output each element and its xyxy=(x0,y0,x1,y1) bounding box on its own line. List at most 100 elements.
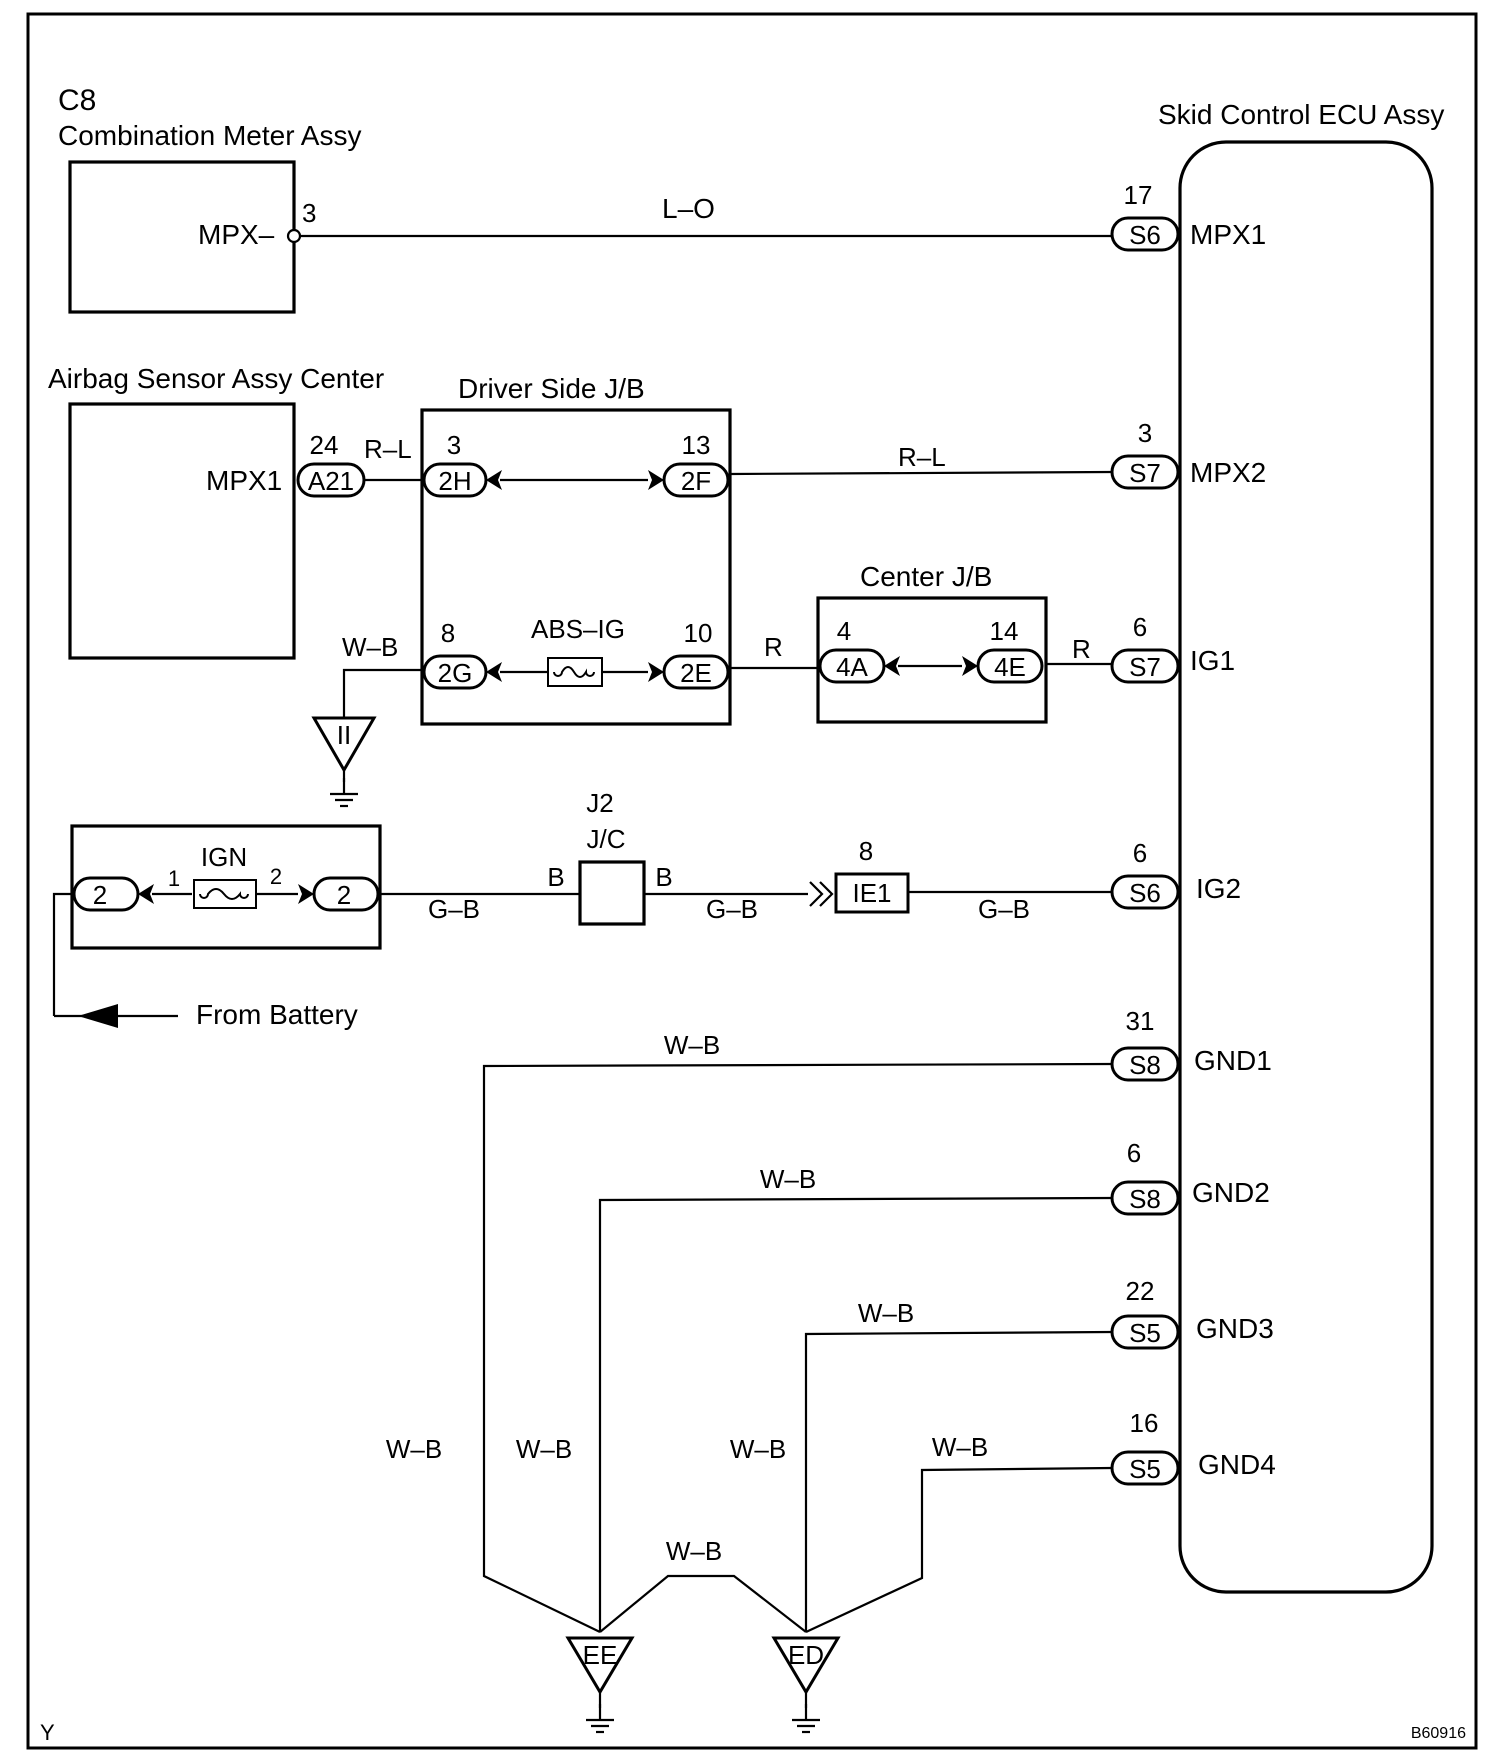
connector-arrow-icon xyxy=(884,656,900,676)
ground-ed-label: ED xyxy=(788,1640,824,1670)
jb-connector-2f xyxy=(662,462,730,498)
ecu-connector-id: S5 xyxy=(1129,1454,1161,1484)
left-arrow-icon xyxy=(78,1004,118,1028)
ecu-title: Skid Control ECU Assy xyxy=(1158,99,1444,130)
ground-ee-triangle xyxy=(565,1636,635,1695)
ecu-terminal-name: GND3 xyxy=(1196,1313,1274,1344)
jb-connector-2e xyxy=(662,654,730,690)
combination-meter-box xyxy=(68,160,296,314)
meter-title: Combination Meter Assy xyxy=(58,120,361,151)
ecu-connector-id: S8 xyxy=(1129,1184,1161,1214)
center-jb-connector-id: 4E xyxy=(994,652,1026,682)
ecu-terminal-name: GND2 xyxy=(1192,1177,1270,1208)
ig-pin-left: 1 xyxy=(168,866,180,891)
ecu-terminal-name: IG1 xyxy=(1190,645,1235,676)
footer-left-code: Y xyxy=(40,1720,55,1745)
ecu-connector-id: S7 xyxy=(1129,652,1161,682)
ecu-connector-id: S6 xyxy=(1129,878,1161,908)
jc-pin-left: B xyxy=(547,862,564,892)
ground-ee-label: EE xyxy=(583,1640,618,1670)
ecu-connector xyxy=(1110,216,1180,252)
connector-arrow-icon xyxy=(486,662,502,682)
wire-gnd3 xyxy=(804,1330,1113,1632)
wire-gnd1 xyxy=(482,1062,1113,1633)
wire-rl-ecu xyxy=(729,470,1113,476)
wire-label-wb-gnd1: W–B xyxy=(664,1030,720,1060)
ecu-connector-id: S7 xyxy=(1129,458,1161,488)
inline-connector-icon xyxy=(809,881,824,907)
ecu-terminal-gnd1: 31 S8 GND1 xyxy=(1110,1006,1272,1082)
meter-terminal: MPX– xyxy=(198,219,275,250)
fuse-icon xyxy=(553,666,595,678)
ecu-pin-number: 6 xyxy=(1133,612,1147,642)
ground-icon xyxy=(328,776,360,808)
wire-label-lo: L–O xyxy=(662,193,715,224)
driver-jb-title: Driver Side J/B xyxy=(458,373,645,404)
airbag-terminal: MPX1 xyxy=(206,465,282,496)
ecu-connector xyxy=(1110,648,1180,684)
ig-pin-right: 2 xyxy=(270,864,282,889)
ie1-connector-id: IE1 xyxy=(852,878,891,908)
footer-figure-id: B60916 xyxy=(1411,1725,1466,1742)
wire-label-gb-3: G–B xyxy=(978,894,1030,924)
connector-arrow-icon xyxy=(486,470,502,490)
ecu-pin-number: 17 xyxy=(1124,180,1153,210)
jb-connector-id: 2G xyxy=(438,658,473,688)
ecu-terminal-name: GND4 xyxy=(1198,1449,1276,1480)
airbag-title: Airbag Sensor Assy Center xyxy=(48,363,384,394)
ecu-terminal-name: GND1 xyxy=(1194,1045,1272,1076)
ecu-pin-number: 22 xyxy=(1126,1276,1155,1306)
airbag-connector-id: A21 xyxy=(308,466,354,496)
wire-label-rl-right: R–L xyxy=(898,442,946,472)
wire-label-gb-2: G–B xyxy=(706,894,758,924)
wire-label-r-right: R xyxy=(1072,634,1091,664)
ground-icon xyxy=(584,1702,616,1734)
wire-label-wb-gnd4: W–B xyxy=(932,1432,988,1462)
from-battery-label: From Battery xyxy=(196,999,358,1030)
wire-label-wb-link: W–B xyxy=(666,1536,722,1566)
ground-ed-triangle xyxy=(771,1636,841,1695)
ecu-terminal-ig2: 6 S6 IG2 xyxy=(1110,838,1241,910)
jc-name: J/C xyxy=(587,824,626,854)
ground-ii-triangle xyxy=(311,716,377,774)
connector-arrow-icon xyxy=(962,656,978,676)
wire-label-wb-gnd2: W–B xyxy=(760,1164,816,1194)
abs-ig-fuse-label: ABS–IG xyxy=(531,614,625,644)
airbag-sensor-box xyxy=(68,402,296,660)
ig-right-connector xyxy=(312,876,380,912)
ground-ii-label: II xyxy=(337,720,351,750)
jb-connector-id: 2F xyxy=(681,466,711,496)
ie1-pin: 8 xyxy=(859,836,873,866)
wire-label-rl-left: R–L xyxy=(364,434,412,464)
jb-pin-number: 13 xyxy=(682,430,711,460)
wire-label-wb-vert2: W–B xyxy=(516,1434,572,1464)
wire-wb-ii xyxy=(342,668,424,720)
meter-terminal-dot xyxy=(286,228,302,244)
ecu-terminal-gnd2: 6 S8 GND2 xyxy=(1110,1138,1270,1216)
ecu-pin-number: 31 xyxy=(1126,1006,1155,1036)
wire-label-wb-vert1: W–B xyxy=(386,1434,442,1464)
inline-connector-icon xyxy=(819,881,834,907)
meter-pin: 3 xyxy=(302,198,316,228)
ign-fuse-label: IGN xyxy=(201,842,247,872)
junction-connector-j2 xyxy=(578,860,646,926)
ecu-terminal-gnd3: 22 S5 GND3 xyxy=(1110,1276,1274,1350)
ecu-connector-id: S8 xyxy=(1129,1050,1161,1080)
center-jb-connector-4e xyxy=(976,648,1044,684)
ecu-connector-id: S5 xyxy=(1129,1318,1161,1348)
ecu-pin-number: 16 xyxy=(1130,1408,1159,1438)
ecu-pin-number: 3 xyxy=(1138,418,1152,448)
ig-left-connector-id: 2 xyxy=(93,880,107,910)
jb-connector-id: 2H xyxy=(438,466,471,496)
ecu-terminal-name: IG2 xyxy=(1196,873,1241,904)
wire-ee-ed-link xyxy=(599,1574,807,1633)
connector-arrow-icon xyxy=(138,884,154,904)
ecu-pin-number: 6 xyxy=(1127,1138,1141,1168)
jb-connector-id: 2E xyxy=(680,658,712,688)
wire-label-r-left: R xyxy=(764,632,783,662)
connector-arrow-icon xyxy=(298,884,314,904)
jc-code: J2 xyxy=(586,788,613,818)
wire-label-wb-vert3: W–B xyxy=(730,1434,786,1464)
jb-pin-number: 10 xyxy=(684,618,713,648)
jc-pin-right: B xyxy=(655,862,672,892)
